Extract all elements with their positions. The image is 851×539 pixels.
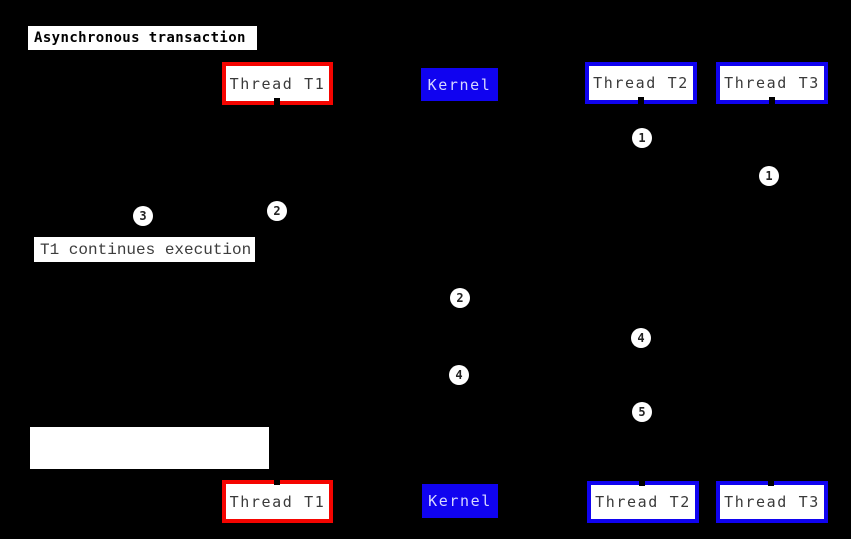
lifeline-head-thread-t3-bottom: Thread T3 [716,481,828,523]
lifeline-tick [639,478,645,486]
step-marker-5-thread-t2: 5 [632,402,652,422]
step-marker-1-thread-t3: 1 [759,166,779,186]
lifeline-head-thread-t2-bottom: Thread T2 [587,481,699,523]
lifeline-head-thread-t1-top: Thread T1 [222,62,333,105]
step-marker-1-thread-t2: 1 [632,128,652,148]
lifeline-tick [768,478,774,486]
lifeline-head-kernel-top: Kernel [421,68,498,101]
step-marker-4-kernel: 4 [449,365,469,385]
lifeline-tick [769,97,775,105]
diagram-title: Asynchronous transaction [28,26,257,50]
note-blank [30,427,269,469]
lifeline-head-kernel-bottom: Kernel [422,484,498,518]
lifeline-tick [274,98,280,106]
step-marker-4-thread-t2: 4 [631,328,651,348]
step-marker-2-kernel: 2 [450,288,470,308]
step-marker-3-note: 3 [133,206,153,226]
lifeline-tick [638,97,644,105]
step-marker-2-thread-t1: 2 [267,201,287,221]
lifeline-head-thread-t1-bottom: Thread T1 [222,480,333,523]
lifeline-tick [274,477,280,485]
note-t1-continues-execution: T1 continues execution [34,237,255,262]
